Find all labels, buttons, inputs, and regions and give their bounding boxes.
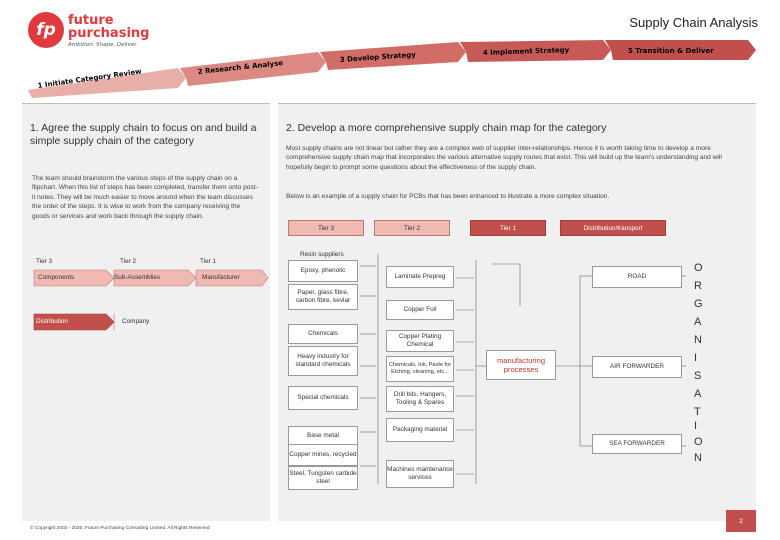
copyright-notice: © Copyright 2002 - 2020, Future Purchasi… xyxy=(30,526,210,531)
page-number: 2 xyxy=(726,510,756,532)
tier2-chemicals-ink: Chemicals, Ink, Paste for Etching, clean… xyxy=(386,356,454,382)
right-heading: 2. Develop a more comprehensive supply c… xyxy=(286,122,607,134)
right-tier3-tab: Tier 3 xyxy=(288,220,364,236)
roadmap-step-4-label: 4 Implement Strategy xyxy=(483,46,570,57)
left-tier2-label: Tier 2 xyxy=(120,258,137,265)
brand-logo-name-line2: purchasing xyxy=(68,26,150,41)
roadmap-step-3[interactable] xyxy=(320,42,466,70)
tier3-steel: Steel, Tungsten carbide steel xyxy=(288,466,358,490)
dist-air-forwarder: AIR FORWARDER xyxy=(592,356,682,378)
roadmap: 1 Initiate Category Review 2 Research & … xyxy=(28,40,756,98)
left-components: Components xyxy=(38,274,75,281)
org-letter-8: A xyxy=(694,388,702,400)
roadmap-step-4[interactable] xyxy=(460,40,611,62)
org-letter-9: T xyxy=(694,406,701,418)
tier2-drill-bits: Drill bits, Hangers, Tooling & Spares xyxy=(386,386,454,412)
org-letter-1: O xyxy=(694,262,703,274)
tier2-packaging: Packaging material xyxy=(386,418,454,442)
tier3-heavy-industry: Heavy industry for standard chemicals xyxy=(288,346,358,376)
org-letter-10: I xyxy=(694,420,698,432)
brand-logo-name: future purchasing xyxy=(68,14,149,40)
tier3-chemicals: Chemicals xyxy=(288,324,358,344)
tier3-base-metal: Base metal xyxy=(288,426,358,446)
roadmap-step-5[interactable] xyxy=(605,40,756,60)
org-letter-7: S xyxy=(694,370,702,382)
org-letter-2: R xyxy=(694,280,702,292)
brand-logo-mark: fp xyxy=(28,12,64,48)
supply-map-connectors xyxy=(360,254,686,484)
resin-suppliers-label: Resin suppliers xyxy=(300,251,344,258)
roadmap-step-5-label: 5 Transition & Deliver xyxy=(628,47,714,55)
tier2-copper-foil: Copper Foil xyxy=(386,300,454,320)
org-letter-11: O xyxy=(694,436,703,448)
brand-tagline: Ambition. Shape. Deliver xyxy=(68,42,137,48)
org-letter-5: N xyxy=(694,334,702,346)
left-distribution: Distribution xyxy=(36,318,68,325)
page-title: Supply Chain Analysis xyxy=(629,15,758,30)
left-flow-arrows xyxy=(33,269,269,331)
left-company: Company xyxy=(122,318,150,325)
left-heading: 1. Agree the supply chain to focus on an… xyxy=(30,122,257,147)
tier1-manufacturing: manufacturing processes xyxy=(486,350,556,380)
org-letter-12: N xyxy=(694,452,702,464)
left-panel xyxy=(22,103,270,521)
dist-sea-forwarder: SEA FORWARDER xyxy=(592,434,682,454)
roadmap-step-2[interactable] xyxy=(180,52,326,86)
left-sub-assemblies: Sub-Assemblies xyxy=(114,274,161,281)
left-tier3-label: Tier 3 xyxy=(36,258,53,265)
tier3-epoxy: Epoxy, phenolic xyxy=(288,260,358,282)
org-letter-4: A xyxy=(694,316,702,328)
brand-logo-name-line1: future xyxy=(68,13,114,28)
org-letter-6: I xyxy=(694,352,698,364)
right-tier2-tab: Tier 2 xyxy=(374,220,450,236)
tier3-special-chemicals: Special chemicals xyxy=(288,386,358,410)
tier3-paper: Paper, glass fibre, carbon fibre, kevlar xyxy=(288,284,358,310)
tier2-copper-plating: Copper Plating Chemical xyxy=(386,330,454,352)
left-body: The team should brainstorm the various s… xyxy=(32,175,258,220)
dist-road: ROAD xyxy=(592,266,682,288)
left-tier1-label: Tier 1 xyxy=(200,258,217,265)
left-manufacturer: Manufacturer xyxy=(202,274,240,281)
roadmap-step-1[interactable] xyxy=(28,68,186,98)
right-body-1: Most supply chains are not linear but ra… xyxy=(286,145,722,171)
right-tier1-tab: Tier 1 xyxy=(470,220,546,236)
tier2-laminate: Laminate Prepreg xyxy=(386,266,454,288)
tier3-copper-mines: Copper mines, recycled xyxy=(288,444,358,466)
right-distribution-tab: Distribution/transport xyxy=(560,220,666,236)
tier2-machines: Machines maintenance services xyxy=(386,460,454,488)
org-letter-3: G xyxy=(694,298,703,310)
right-body-2: Below is an example of a supply chain fo… xyxy=(286,193,610,200)
